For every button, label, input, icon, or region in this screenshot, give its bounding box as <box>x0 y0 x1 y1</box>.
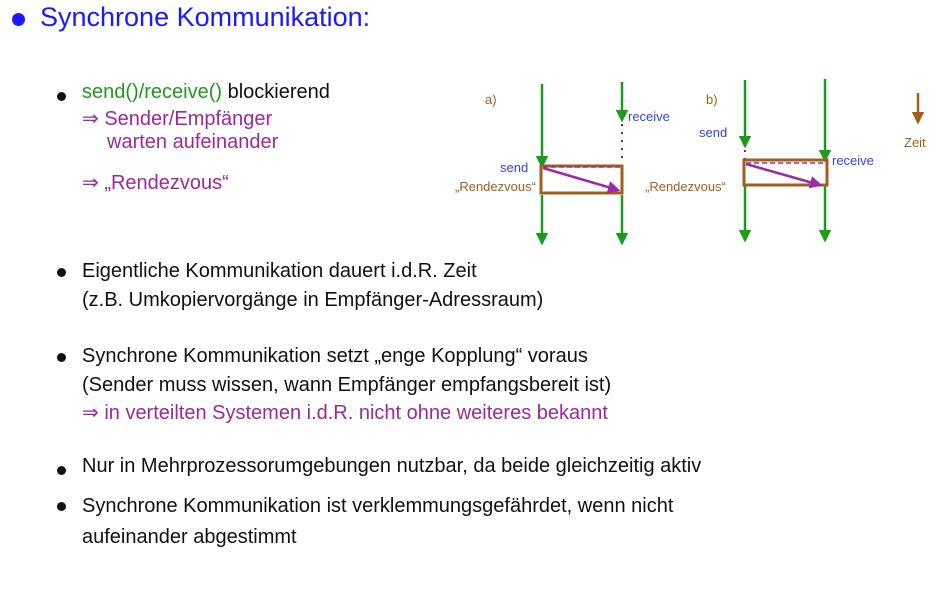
page-title: Synchrone Kommunikation: <box>40 2 371 32</box>
bullet <box>57 353 66 362</box>
zeit-label: Zeit <box>904 135 926 150</box>
sub-1-line-2: warten aufeinander <box>107 131 279 153</box>
bullet-3-line-2: (Sender muss wissen, wann Empfänger empf… <box>82 373 612 396</box>
bullet-3-line-1: Synchrone Kommunikation setzt „enge Kopp… <box>82 345 588 367</box>
title-bullet <box>12 13 25 26</box>
diagram-a-label: a) <box>485 92 497 107</box>
diagram-a: a) receive send „Rendezvous“ <box>455 82 670 246</box>
message-arrow <box>745 162 823 189</box>
rendezvous-label: „Rendezvous“ <box>645 179 726 194</box>
diagram-b: b) send receive „Rendezvous“ <box>645 79 874 243</box>
bullet <box>57 502 66 511</box>
send-label: send <box>500 160 528 175</box>
bullet <box>57 92 66 101</box>
receive-label: receive <box>832 153 874 168</box>
message-arrow <box>542 166 621 194</box>
rendezvous-label: „Rendezvous“ <box>455 179 536 194</box>
rendezvous-box <box>742 158 829 187</box>
sub-1-line-1: ⇒ Sender/Empfänger <box>82 108 273 130</box>
send-receive-term: send()/receive() <box>82 81 223 103</box>
bullet <box>57 268 66 277</box>
receive-label: receive <box>628 109 670 124</box>
time-legend: Zeit <box>904 93 926 150</box>
bullet-1: send()/receive() blockierend <box>82 81 330 104</box>
bullet-1-sub-1: ⇒ Sender/Empfänger warten aufeinander <box>82 108 278 154</box>
rendezvous-box <box>539 164 624 195</box>
diagram-b-label: b) <box>706 92 718 107</box>
bullet-5-line-1: Synchrone Kommunikation ist verklemmungs… <box>82 495 674 517</box>
bullet-3-line-3: ⇒ in verteilten Systemen i.d.R. nicht oh… <box>82 402 608 424</box>
bullet-2-line-1: Eigentliche Kommunikation dauert i.d.R. … <box>82 260 477 282</box>
bullet-3: Synchrone Kommunikation setzt „enge Kopp… <box>82 342 611 428</box>
bullet <box>57 466 66 475</box>
send-label: send <box>699 125 727 140</box>
bullet-1-sub-2: ⇒ „Rendezvous“ <box>82 172 229 194</box>
bullet-2-line-2: (z.B. Umkopiervorgänge in Empfänger-Adre… <box>82 289 544 311</box>
bullet-1-text: blockierend <box>222 81 330 103</box>
bullet-5: Synchrone Kommunikation ist verklemmungs… <box>82 491 673 553</box>
bullet-2: Eigentliche Kommunikation dauert i.d.R. … <box>82 257 543 315</box>
bullet-4: Nur in Mehrprozessorumgebungen nutzbar, … <box>82 455 702 477</box>
bullet-5-line-2: aufeinander abgestimmt <box>82 526 297 548</box>
